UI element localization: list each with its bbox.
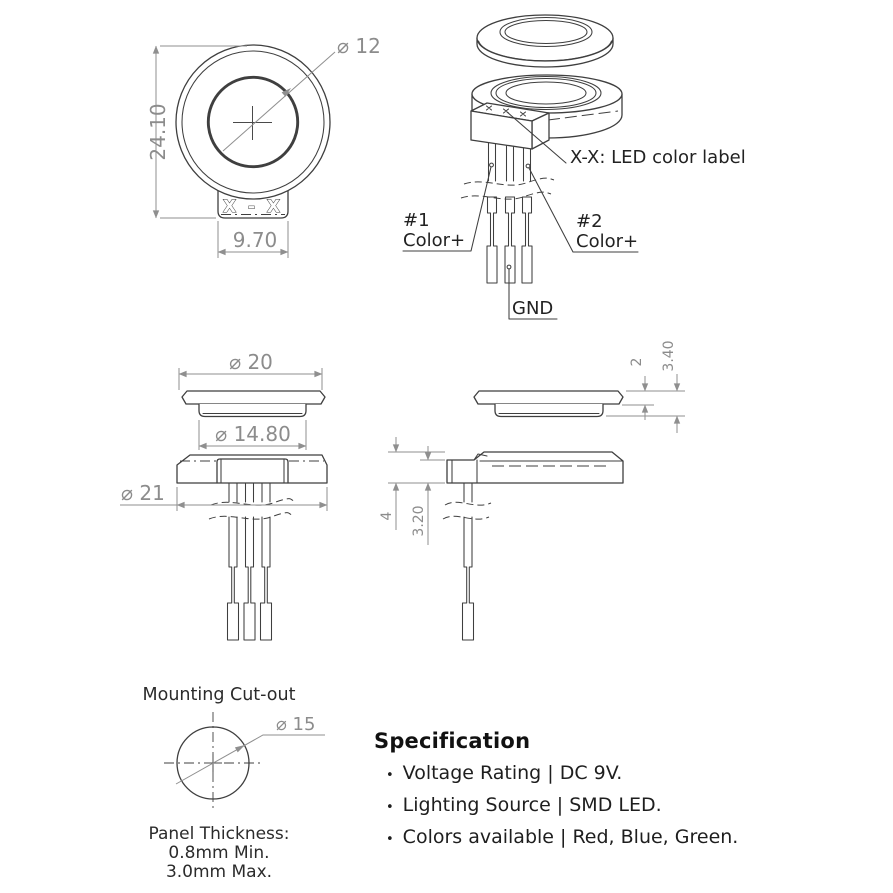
lens-circle xyxy=(206,75,300,169)
dim-cutout-dia: ⌀ 15 xyxy=(276,714,315,735)
cap-barrel xyxy=(198,403,307,418)
spec-item-colors: • Colors available | Red, Blue, Green. xyxy=(373,826,773,848)
front-view: ⌀ 12 24.10 X - X 9.70 xyxy=(146,34,381,258)
spec-item-text: Voltage Rating | DC 9V. xyxy=(402,762,623,784)
body-hidden-line xyxy=(547,110,619,121)
panel-min-label: 0.8mm Min. xyxy=(168,843,269,863)
dim-height: 24.10 xyxy=(146,103,170,160)
break-line xyxy=(208,512,293,520)
label-tab xyxy=(217,149,289,219)
pin-shafts-upper xyxy=(228,482,271,503)
mounting-cutout: Mounting Cut-out ⌀ 15 Panel Thickness: 0… xyxy=(143,685,325,882)
panel-max-label: 3.0mm Max. xyxy=(166,862,272,882)
pin1-label: Color+ xyxy=(403,230,465,251)
panel-thickness-label: Panel Thickness: xyxy=(148,824,289,844)
center-crosshair xyxy=(233,106,272,140)
pin2-label: Color+ xyxy=(576,231,638,252)
body-ring-2 xyxy=(495,77,597,109)
spec-item-text: Lighting Source | SMD LED. xyxy=(402,794,662,816)
dim-lens-dia: ⌀ 12 xyxy=(337,34,381,58)
cap-flange xyxy=(181,390,326,405)
dia12-arrow xyxy=(281,88,291,97)
body-notch xyxy=(473,453,488,461)
body-ring-3 xyxy=(505,81,587,105)
cap-barrel-profile xyxy=(494,403,604,418)
gnd-label: GND xyxy=(512,298,553,319)
dim-cap-height: 3.40 xyxy=(661,340,677,371)
pin-shaft-upper xyxy=(463,482,473,503)
bezel-body xyxy=(176,454,328,484)
break-line xyxy=(463,177,555,186)
color-label-marks xyxy=(485,105,527,117)
side-view-right: 2 3.40 4 3.20 xyxy=(379,340,685,641)
pin1 xyxy=(226,516,240,641)
section-label: X - X xyxy=(223,197,283,217)
led-color-note: X-X: LED color label xyxy=(570,147,746,168)
spec-section: Specification • Voltage Rating | DC 9V. … xyxy=(373,729,773,858)
spec-item-lighting: • Lighting Source | SMD LED. xyxy=(373,794,773,816)
exploded-view: X-X: LED color label #1 Color+ #2 Color+… xyxy=(402,14,746,320)
break-line xyxy=(444,501,492,506)
bullet-icon: • xyxy=(386,832,394,847)
cutout-leader xyxy=(175,734,325,785)
cap-flange-profile xyxy=(473,390,624,405)
dim-lens-barrel-dia: ⌀ 14.80 xyxy=(215,422,291,446)
body-fill xyxy=(447,452,623,483)
cap-rim-line xyxy=(477,40,613,62)
pin-shafts xyxy=(487,142,532,182)
cap-inner-ring-inner xyxy=(504,19,588,45)
cap-inner-ring-outer xyxy=(499,16,593,48)
bullet-icon: • xyxy=(386,768,394,783)
dim-body-height: 4 xyxy=(379,511,395,520)
cutout-arrow xyxy=(234,745,245,753)
pin-profile xyxy=(461,516,475,641)
break-line xyxy=(442,515,490,520)
cutout-title: Mounting Cut-out xyxy=(143,685,296,705)
bullet-icon: • xyxy=(386,800,394,815)
spec-item-voltage: • Voltage Rating | DC 9V. xyxy=(373,762,773,784)
body-ring-1 xyxy=(490,75,602,111)
note-leader xyxy=(506,111,567,164)
dia12-leader xyxy=(222,51,336,152)
pin3 xyxy=(259,516,273,641)
dim-lip-height: 2 xyxy=(629,358,645,367)
break-line xyxy=(460,191,552,200)
dim-cap-dia: ⌀ 20 xyxy=(229,350,273,374)
gnd-leader-dot xyxy=(506,264,512,270)
pin2-lead xyxy=(521,196,533,284)
side-view-left: ⌀ 20 ⌀ 14.80 ⌀ 21 xyxy=(120,350,328,641)
pin1-leader xyxy=(402,166,492,252)
pin2-leader xyxy=(528,167,639,253)
dim-body-dia: ⌀ 21 xyxy=(121,481,165,505)
spec-title: Specification xyxy=(374,729,531,753)
pin2-number: #2 xyxy=(576,211,603,232)
pin1-leader-dot xyxy=(489,162,494,168)
gnd-lead xyxy=(504,196,516,284)
block-walls xyxy=(451,459,478,484)
gnd-leader xyxy=(508,268,558,320)
spec-item-text: Colors available | Red, Blue, Green. xyxy=(402,826,739,848)
pin2 xyxy=(243,516,256,641)
break-line xyxy=(210,498,295,506)
pin2-leader-dot xyxy=(525,163,531,169)
pin1-number: #1 xyxy=(403,210,430,231)
pin1-lead xyxy=(486,196,498,284)
socket-walls xyxy=(220,459,285,484)
dim-width: 9.70 xyxy=(233,228,278,252)
dim-bezel-height: 3.20 xyxy=(411,505,427,536)
bezel-inner-ring xyxy=(181,50,325,194)
socket-outline xyxy=(216,458,289,484)
